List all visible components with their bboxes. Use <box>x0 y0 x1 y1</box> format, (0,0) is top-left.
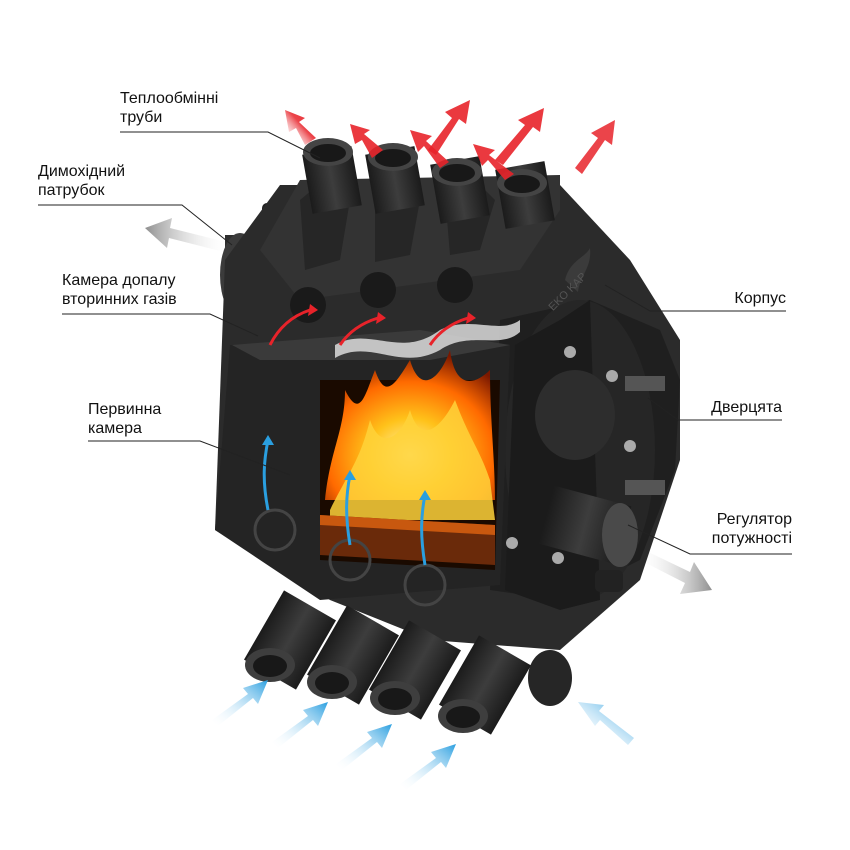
bottom-tube-rear <box>528 650 572 706</box>
cold-arrow-1 <box>212 680 268 726</box>
label-door-line-1: Дверцята <box>711 399 782 416</box>
cold-air-arrows <box>212 680 634 790</box>
label-body: Корпус <box>686 289 786 308</box>
secondary-gas-smoke <box>335 320 520 358</box>
cutaway-primary-chamber <box>215 267 520 607</box>
hot-air-arrows <box>285 100 615 180</box>
heat-exchange-tubes <box>302 138 555 229</box>
cold-arrow-2 <box>272 702 328 748</box>
top-tube-1 <box>302 138 362 214</box>
label-regulator-line-2: потужності <box>711 530 792 547</box>
internal-cold-airflow <box>262 435 431 566</box>
label-heat-exchange-tubes: Теплообмінні труби <box>120 89 218 127</box>
label-afterburn-chamber: Камера допалу вторинних газів <box>62 271 177 309</box>
label-afterburn-line-1: Камера допалу <box>62 272 176 289</box>
leader-regulator <box>627 524 792 555</box>
hot-arrow-7 <box>575 120 615 174</box>
label-flue-pipe-line-2: патрубок <box>38 182 105 199</box>
label-body-line-1: Корпус <box>734 290 786 307</box>
leader-lines <box>38 131 792 555</box>
top-tube-4 <box>495 161 555 229</box>
label-primary-line-2: камера <box>88 420 142 437</box>
label-power-regulator: Регулятор потужності <box>672 510 792 548</box>
regulator-exhaust-arrow <box>636 548 712 594</box>
label-afterburn-line-2: вторинних газів <box>62 291 177 308</box>
hot-arrow-2 <box>350 124 383 158</box>
label-primary-line-1: Первинна <box>88 401 162 418</box>
power-regulator <box>538 485 638 592</box>
leader-door <box>647 397 782 421</box>
label-door: Дверцята <box>682 398 782 417</box>
label-flue-pipe: Димохідний патрубок <box>38 162 125 200</box>
bottom-tube-1 <box>244 590 336 690</box>
leader-primary <box>88 440 291 476</box>
label-primary-chamber: Первинна камера <box>88 400 161 438</box>
leader-afterburn <box>62 313 259 337</box>
flue-exhaust-arrow <box>145 218 230 253</box>
bottom-tube-3 <box>369 620 461 720</box>
hot-arrow-6 <box>473 144 514 180</box>
hot-arrow-1 <box>285 110 316 145</box>
leader-flue-pipe <box>38 204 233 246</box>
bottom-tube-2 <box>307 605 399 705</box>
leader-body <box>604 284 786 312</box>
internal-hot-airflow <box>268 304 476 346</box>
label-heat-tubes-line-2: труби <box>120 109 163 126</box>
cold-arrow-5 <box>578 702 634 745</box>
label-flue-pipe-line-1: Димохідний <box>38 163 126 180</box>
hot-arrow-3 <box>428 100 470 155</box>
cold-arrow-3 <box>336 724 392 770</box>
cold-arrow-4 <box>400 744 456 790</box>
hot-arrow-5 <box>495 108 544 165</box>
hot-arrow-4 <box>410 130 449 168</box>
label-heat-tubes-line-1: Теплообмінні <box>120 90 219 107</box>
leader-heat-tubes <box>120 131 321 159</box>
bottom-tube-4 <box>438 635 531 735</box>
label-regulator-line-1: Регулятор <box>716 511 792 528</box>
